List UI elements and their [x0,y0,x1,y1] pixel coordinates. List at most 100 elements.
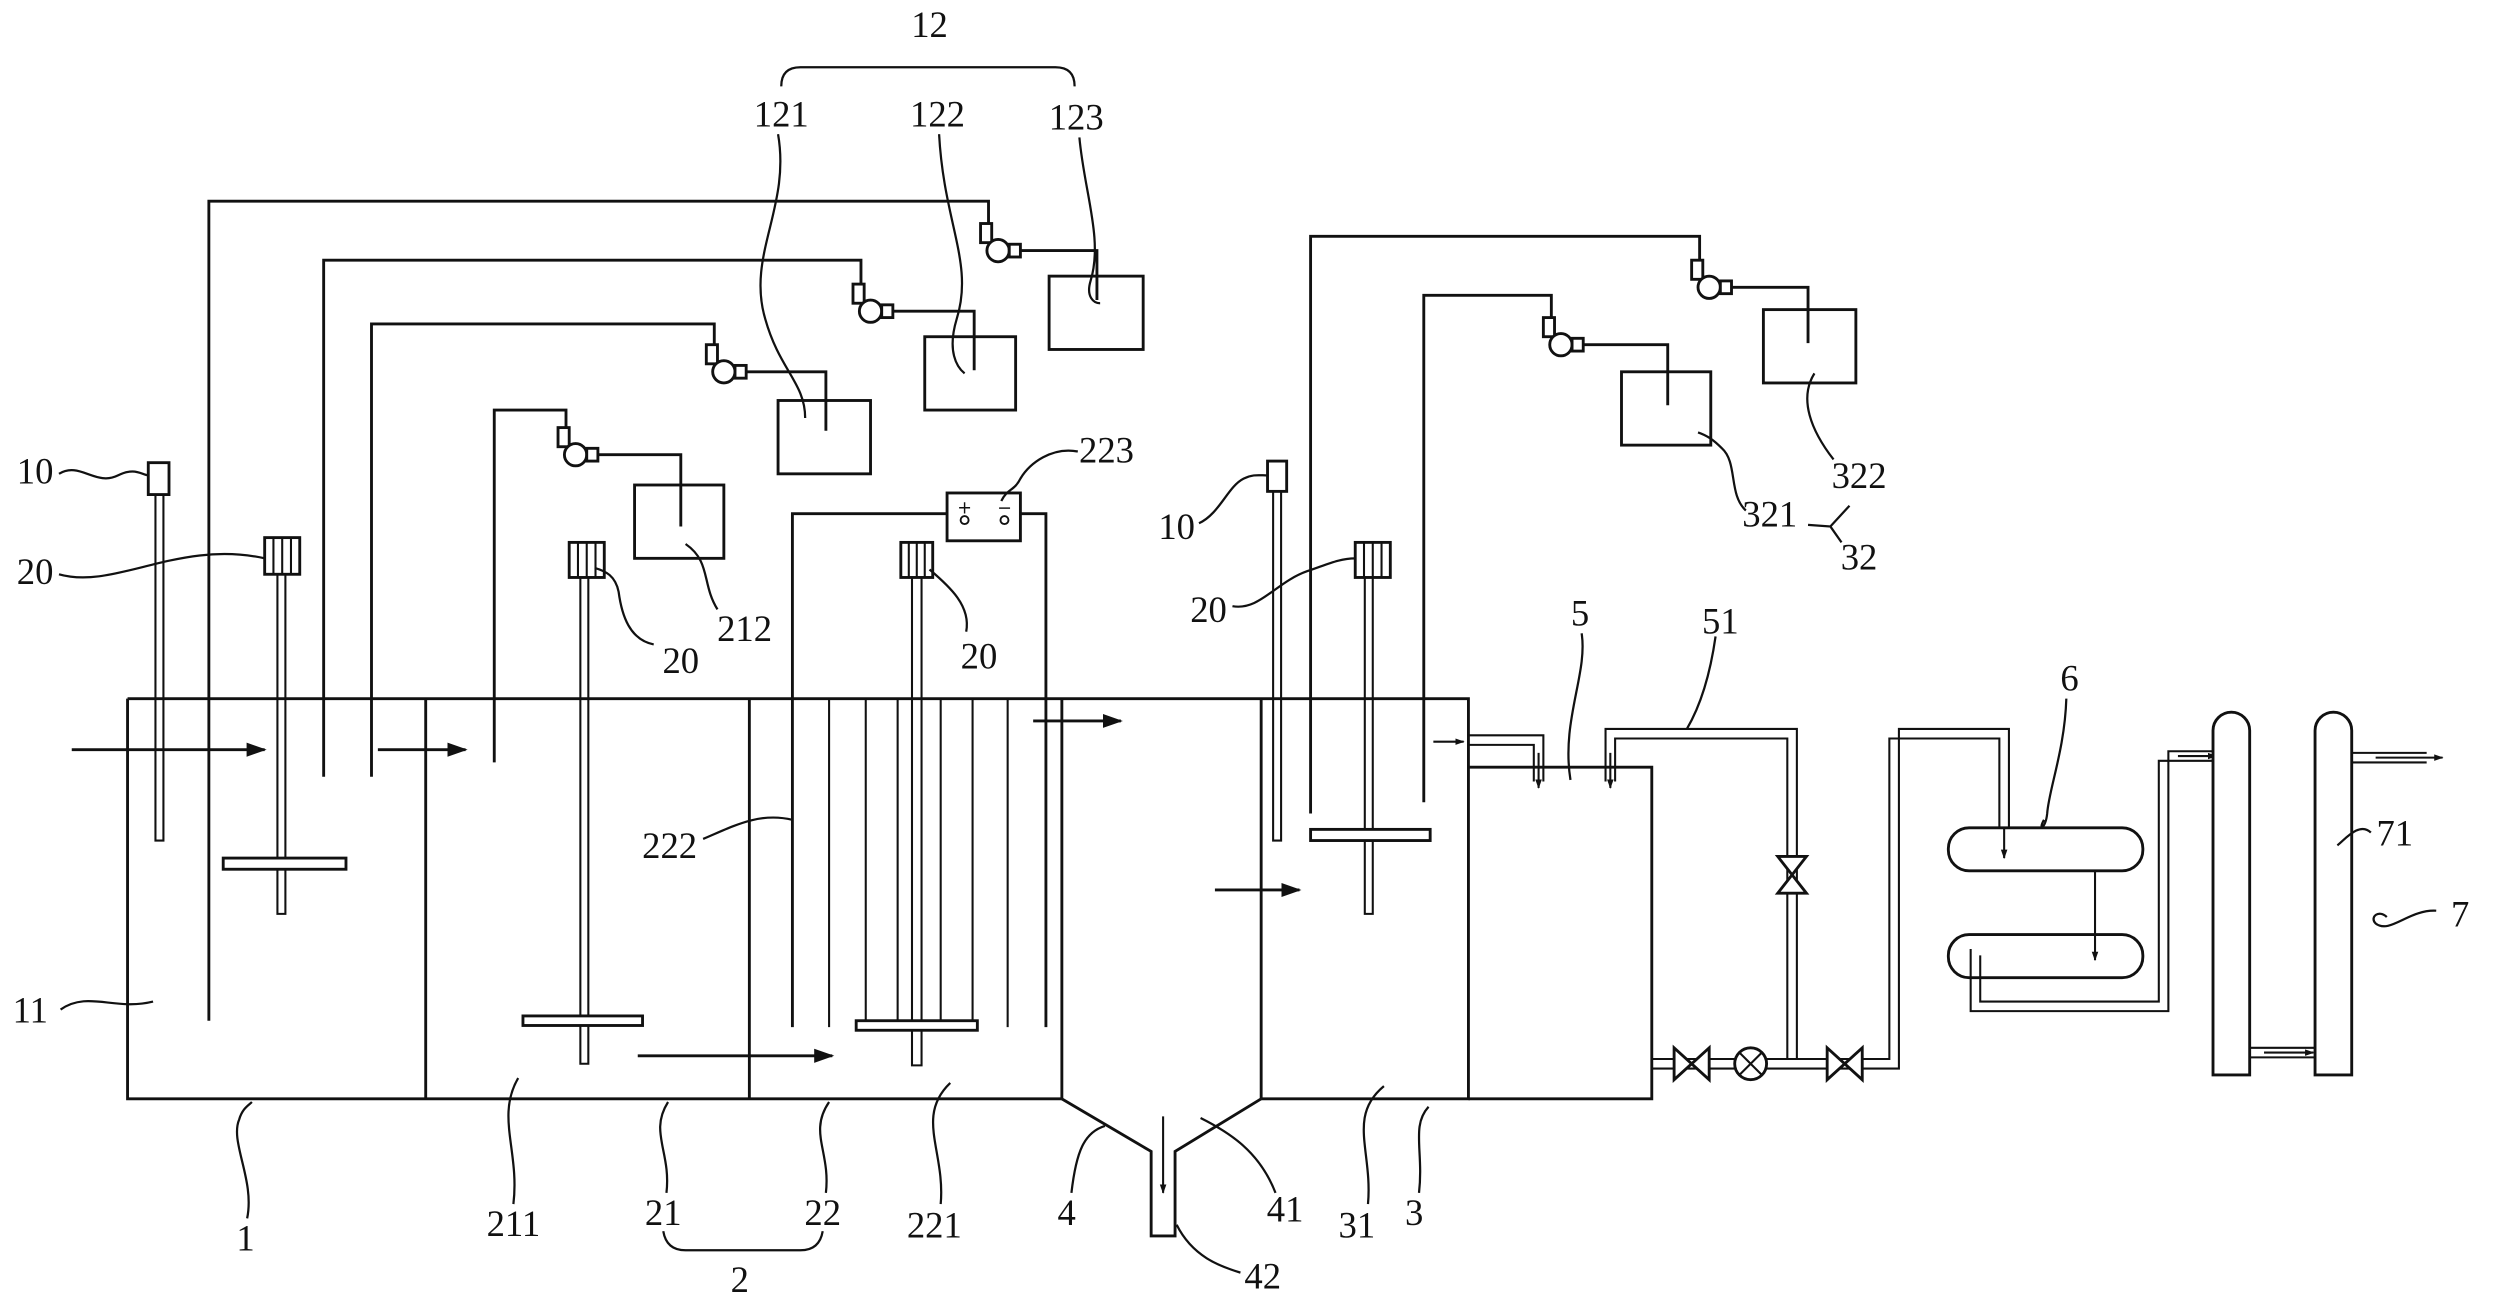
leader-322 [1806,372,1835,461]
label-4: 4 [1057,1192,1075,1233]
pump-outlet [733,363,748,380]
label-222: 222 [642,825,697,866]
mixer-impeller [521,1014,644,1027]
label-20-b: 20 [662,640,699,681]
leader-20-d [1232,557,1356,608]
label-10-b: 10 [1158,506,1195,547]
pump-motor [979,222,994,245]
label-22: 22 [804,1192,841,1233]
label-212: 212 [717,608,772,649]
transfer-pipe-outer [1969,750,2214,1013]
leader-223 [1000,449,1079,502]
mixer-shaft [276,574,287,915]
leader-51 [1685,636,1717,730]
valve-icon [1672,1044,1711,1083]
dosing-pipe-122 [322,258,863,777]
label-1: 1 [236,1217,254,1258]
label-20-d: 20 [1190,589,1227,630]
leader-5 [1567,633,1584,781]
mixer-motor-stripes [576,542,597,578]
dosing-pipe-322 [1309,234,1702,814]
dosing-pipe-123 [207,199,990,1021]
pipe-51-outer [1604,727,1798,1059]
outlet-pipe [2351,751,2427,764]
leader-31 [1362,1085,1385,1205]
label-321: 321 [1742,493,1797,534]
vessel-lower [1946,933,2145,980]
mixer-motor-stripes [1362,542,1383,578]
mixer-motor-stripes [272,537,293,575]
feed-line [746,370,828,431]
unit-6 [1946,750,2218,1013]
label-322: 322 [1832,455,1887,496]
pump-motor [704,343,719,366]
leader-212 [684,543,719,610]
feed-line [597,453,683,527]
mixer-shaft [579,577,590,1065]
probe-head [146,461,171,496]
pump-outlet [1007,242,1022,259]
leader-20-c [928,568,969,632]
dosing-unit-322 [1690,258,1858,385]
pump-cross [1738,1051,1763,1076]
leader-121 [759,134,807,419]
pump-outlet [585,446,600,463]
pump-icon [985,238,1011,264]
mixer-motor-stripes [907,542,926,578]
tank-1-equipment [146,199,990,1021]
label-12: 12 [911,4,948,45]
pipe-51-inner [1614,737,1789,1059]
dosing-tank-212 [633,483,726,560]
leader-123 [1078,137,1101,305]
mixer-impeller [854,1019,979,1032]
dosing-pipe-321 [1422,293,1553,803]
pump-icon [857,298,884,324]
leader-11 [59,999,154,1011]
label-123: 123 [1049,96,1104,137]
column-a [2211,710,2252,1077]
feed-line [1731,285,1810,344]
label-3: 3 [1405,1192,1423,1233]
tank-21-equipment [492,408,726,1065]
dosing-unit-321 [1541,316,1713,447]
main-tank-outline [126,697,1470,1101]
leader-42 [1175,1224,1241,1274]
pump-icon [1696,274,1722,300]
probe-rod [154,494,165,842]
label-21: 21 [645,1192,682,1233]
leader-4 [1070,1124,1106,1194]
bracket-32 [1807,504,1851,544]
label-121: 121 [754,93,809,134]
transfer-pipe-inner [1979,759,2214,1003]
electrode-wire-right [1020,512,1048,1028]
brackets [662,66,1851,1252]
mixer-shaft [1363,577,1374,915]
leader-7 [2372,909,2437,928]
leader-122 [937,134,966,375]
label-31: 31 [1338,1205,1375,1246]
pump-icon [1733,1046,1769,1082]
label-223: 223 [1079,430,1134,471]
leader-321 [1697,431,1747,512]
dosing-tank-122 [923,335,1018,412]
label-51: 51 [1702,600,1739,641]
overflow-pipe-inner [1468,743,1535,782]
leader-1 [235,1101,253,1219]
pump-outlet [880,303,895,320]
label-7: 7 [2451,894,2469,935]
leader-22 [819,1101,831,1194]
label-6: 6 [2060,658,2078,699]
probe-head [1266,459,1289,493]
dosing-pipe-121 [370,322,716,777]
vessel-upper [1946,826,2145,873]
flow-arrows [71,713,1465,1063]
feed-line [892,309,976,371]
positive-sign: + [957,499,972,519]
leader-41 [1200,1116,1277,1194]
leader-20-b [594,566,654,646]
probe-rod [1272,491,1283,842]
negative-terminal [999,515,1010,526]
tank-5-and-piping [1468,727,2010,1101]
hopper-and-outlet-pipe [1061,1097,1262,1238]
main-tank [126,697,1470,1238]
